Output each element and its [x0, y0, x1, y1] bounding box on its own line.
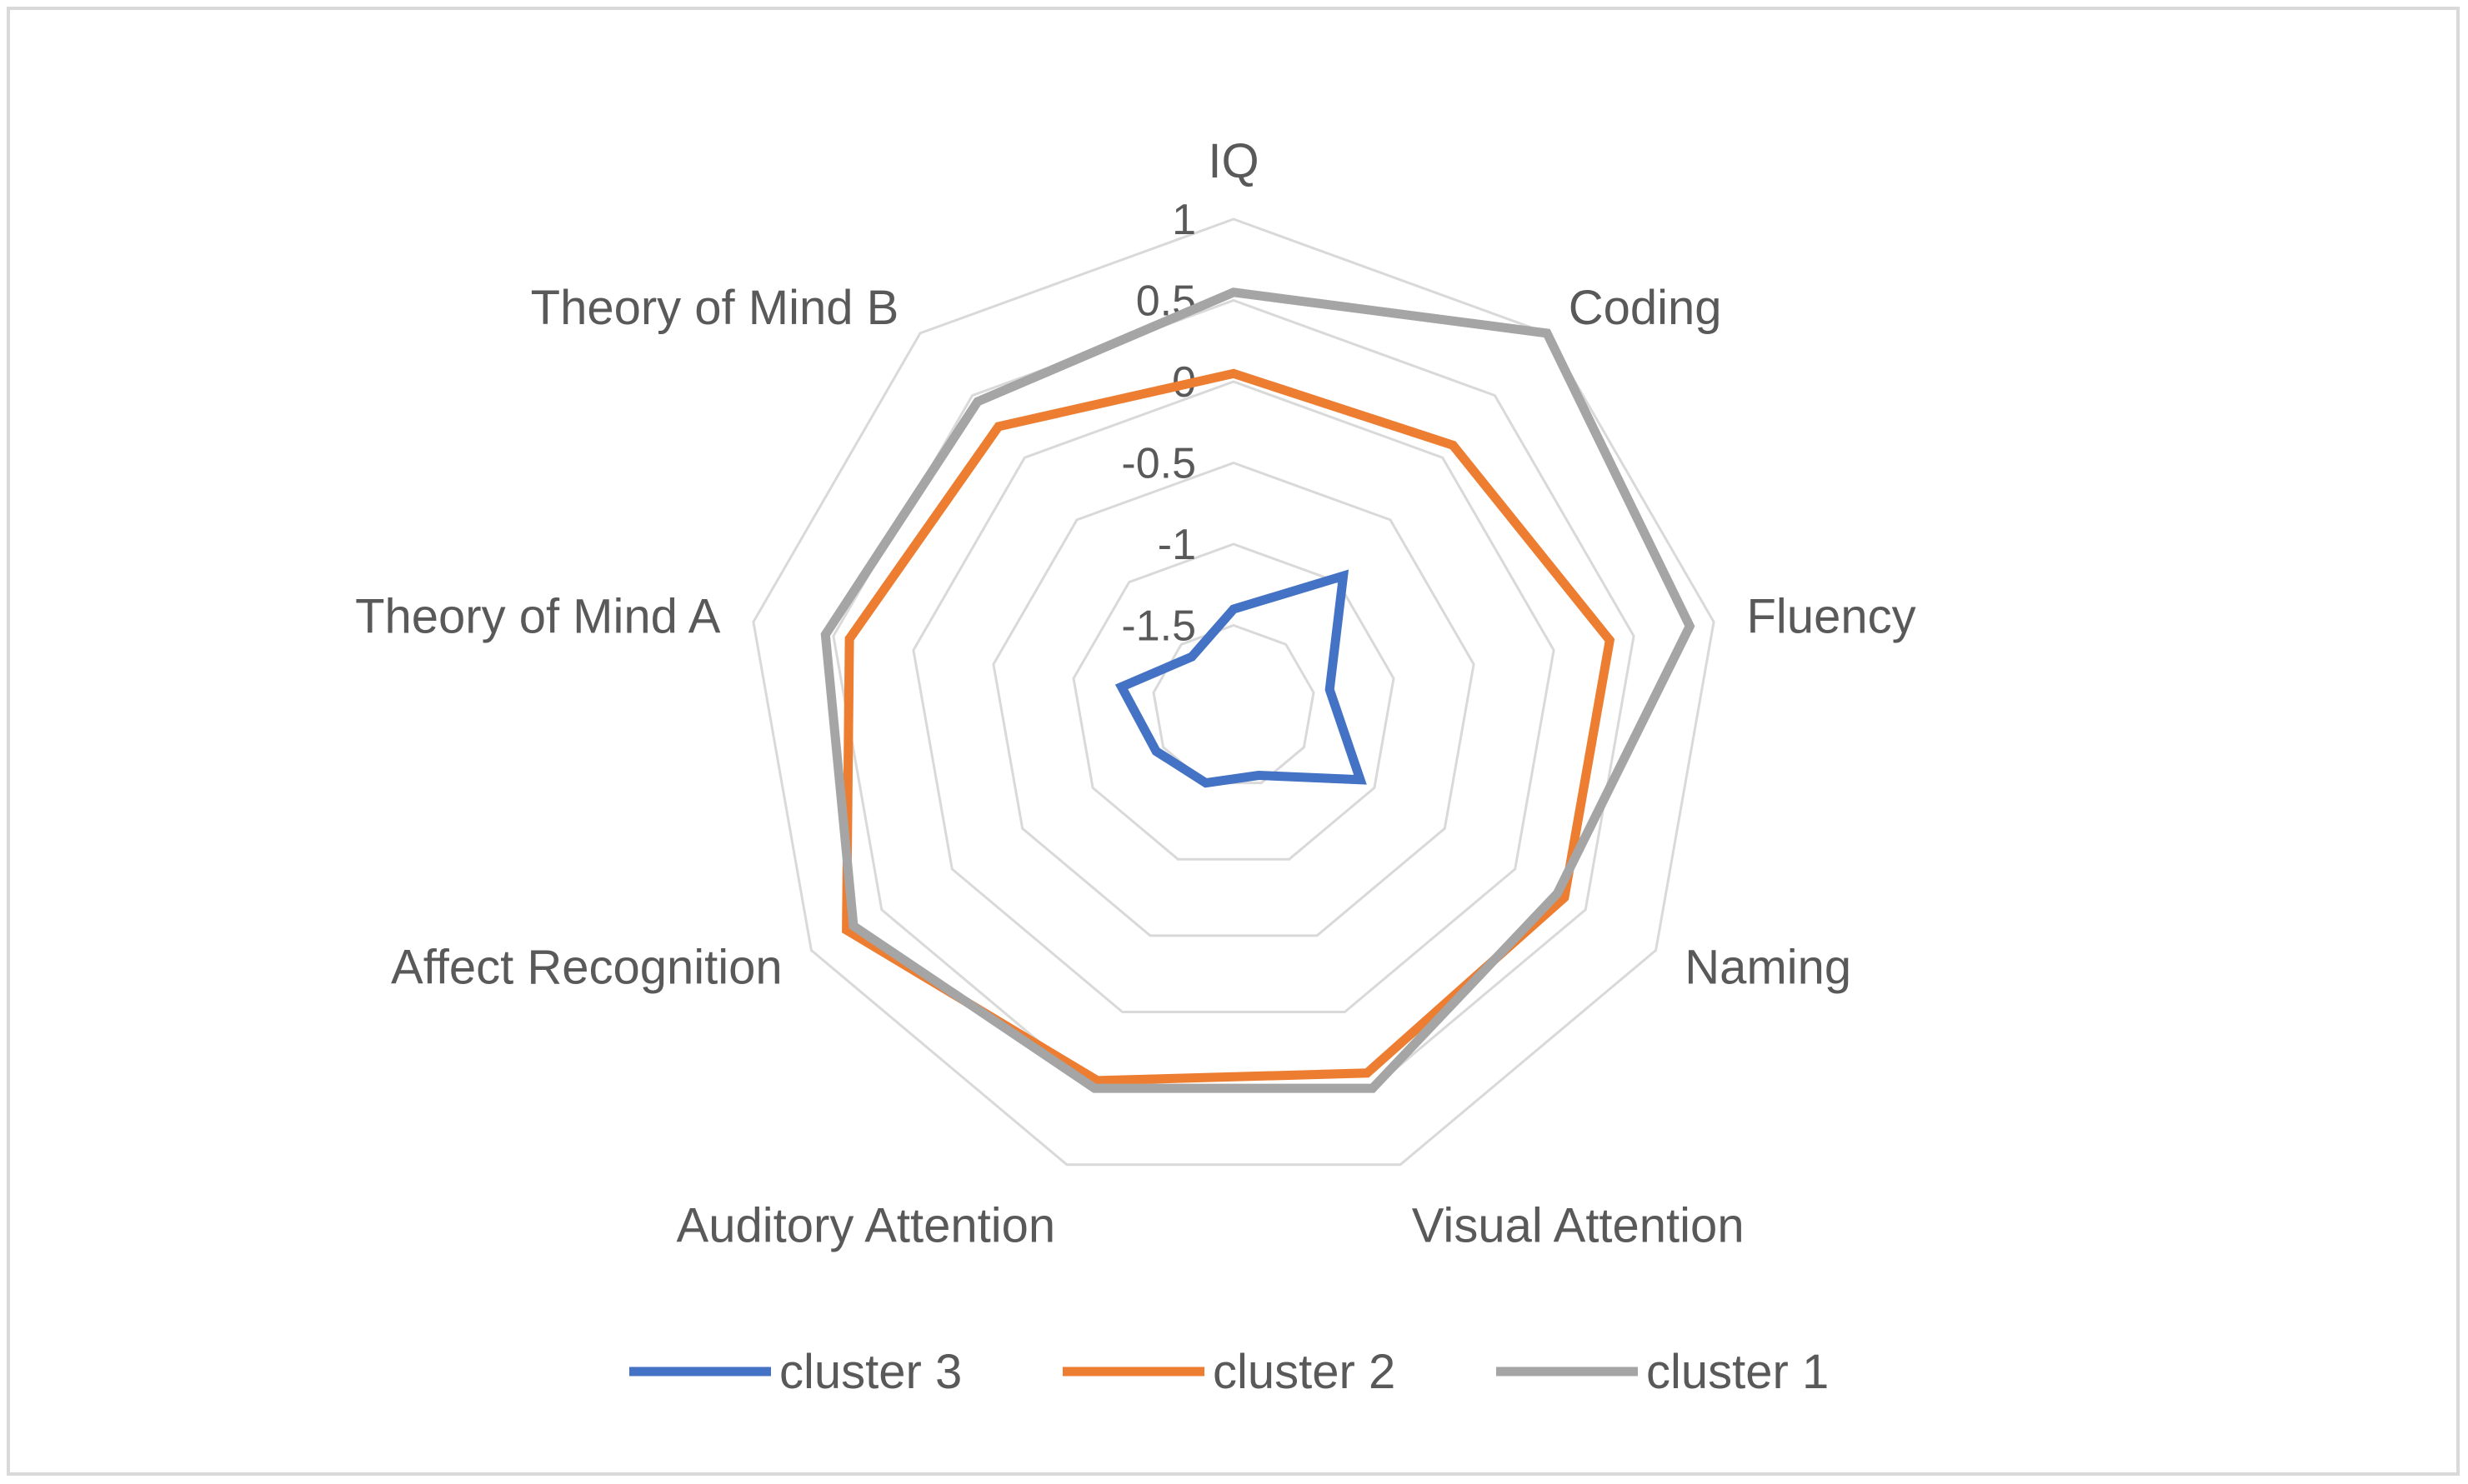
- grid-ring: [992, 461, 1475, 937]
- series-lines: [820, 287, 1695, 1093]
- category-label: Visual Attention: [1412, 1198, 1745, 1252]
- category-label: Affect Recognition: [391, 941, 783, 995]
- legend: cluster 3 cluster 2 cluster 1: [629, 1345, 1829, 1399]
- legend-label: cluster 1: [1646, 1345, 1829, 1399]
- grid-ring: [832, 298, 1635, 1090]
- tick-label: -1.5: [1121, 602, 1196, 651]
- chart-frame: [7, 7, 2460, 1476]
- category-label: Theory of Mind B: [531, 281, 899, 335]
- category-label: IQ: [1208, 134, 1259, 188]
- tick-label: -0.5: [1121, 440, 1196, 488]
- series-line-cluster-2: [842, 368, 1615, 1086]
- series-line-cluster-3: [1114, 569, 1367, 788]
- category-label: Fluency: [1747, 590, 1916, 644]
- category-label: Coding: [1569, 281, 1722, 335]
- legend-label: cluster 3: [779, 1345, 962, 1399]
- category-label: Auditory Attention: [677, 1198, 1056, 1252]
- grid-ring: [752, 217, 1715, 1167]
- legend-label: cluster 2: [1213, 1345, 1395, 1399]
- grid-rings: [752, 217, 1715, 1167]
- tick-label: 1: [1172, 196, 1196, 244]
- radial-tick-labels: -1.5-1-0.500.51: [1121, 196, 1196, 651]
- grid-ring: [912, 380, 1555, 1013]
- series-line-cluster-1: [820, 287, 1695, 1093]
- grid-ring: [1072, 542, 1395, 861]
- category-label: Naming: [1685, 941, 1851, 995]
- tick-label: -1: [1158, 521, 1196, 569]
- category-label: Theory of Mind A: [355, 590, 721, 644]
